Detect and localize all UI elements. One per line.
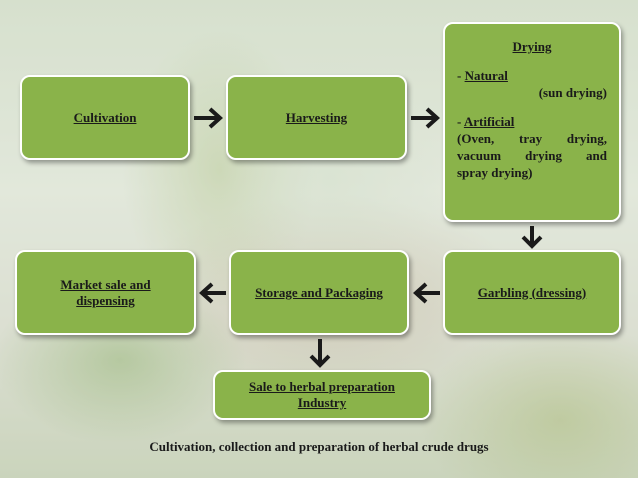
natural-label: Natural <box>464 68 508 83</box>
storage-box: Storage and Packaging <box>229 250 409 335</box>
garbling-label: Garbling (dressing) <box>477 284 587 300</box>
sale-box: Sale to herbal preparation Industry <box>213 370 431 420</box>
artificial-label: Artificial <box>463 114 515 129</box>
storage-label: Storage and Packaging <box>255 284 383 300</box>
harvesting-box: Harvesting <box>226 75 407 160</box>
market-label-line1: Market sale and <box>60 276 151 292</box>
arrow-storage-to-sale <box>309 339 331 368</box>
natural-prefix: - <box>457 68 465 83</box>
harvesting-label: Harvesting <box>285 109 348 125</box>
sale-label-line1: Sale to herbal preparation <box>248 379 395 394</box>
natural-detail: (sun drying) <box>538 85 607 100</box>
drying-box: Drying - Natural (sun drying) - Artifici… <box>443 22 621 222</box>
artificial-line1: (Oven, tray drying, <box>457 131 607 146</box>
sale-label-line2: Industry <box>297 395 347 410</box>
arrow-harvesting-to-drying <box>411 107 440 129</box>
cultivation-label: Cultivation <box>73 109 137 125</box>
drying-title: Drying <box>512 39 552 54</box>
arrow-cultivation-to-harvesting <box>194 107 223 129</box>
diagram-caption: Cultivation, collection and preparation … <box>149 439 489 454</box>
artificial-line2: vacuum drying and <box>457 148 607 163</box>
cultivation-box: Cultivation <box>20 75 190 160</box>
arrow-storage-to-market <box>199 282 226 304</box>
market-box: Market sale and dispensing <box>15 250 196 335</box>
garbling-box: Garbling (dressing) <box>443 250 621 335</box>
artificial-line3: spray drying) <box>457 165 533 180</box>
artificial-prefix: - <box>457 114 464 129</box>
arrow-garbling-to-storage <box>413 282 440 304</box>
market-label-line2: dispensing <box>76 292 135 308</box>
arrow-drying-to-garbling <box>521 226 543 249</box>
